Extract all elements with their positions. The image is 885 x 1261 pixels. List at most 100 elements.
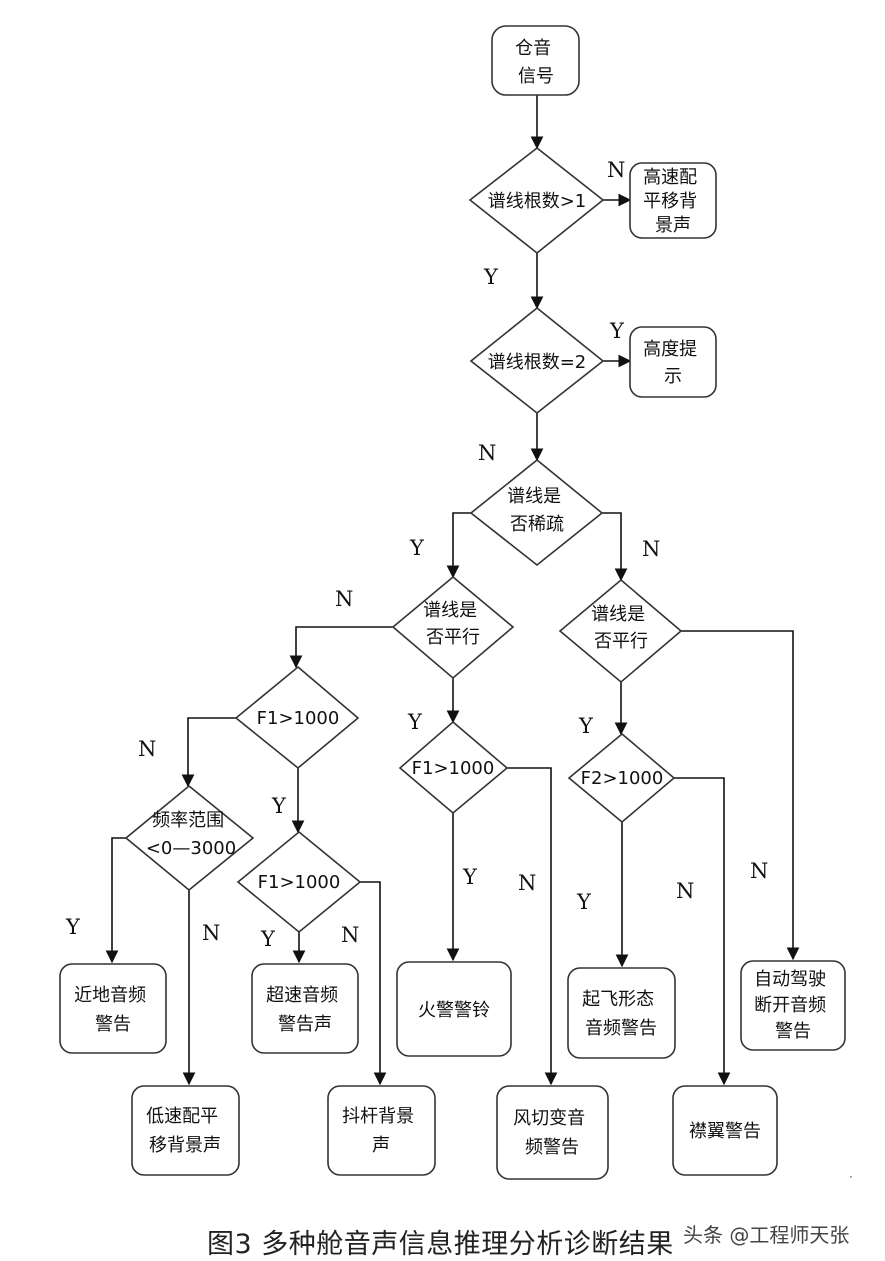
result-takeoff-config-line-2: 音频警告 [585, 1018, 657, 1039]
svg-text:超速音频 警告声: 超速音频 警告声 [266, 985, 344, 1035]
label-freq-no: N [202, 921, 220, 945]
svg-text:高度提 示: 高度提 示 [643, 339, 703, 387]
edge-parallel-right-no [681, 630, 800, 961]
label-f1-left-yes: Y [271, 794, 287, 818]
result-overspeed: 超速音频 警告声 [251, 963, 359, 1054]
decision-sparse-line-1: 谱线是 [507, 486, 561, 507]
svg-text:频率范围 <0—3000: 频率范围 <0—3000 [146, 810, 236, 859]
edge-f1-mid-no [360, 881, 387, 1086]
result-windshear-line-2: 频警告 [525, 1137, 579, 1158]
svg-text:风切变音 频警告: 风切变音 频警告 [513, 1108, 591, 1158]
edge-f1-left-no [181, 717, 236, 788]
result-altitude: 高度提 示 [629, 326, 717, 398]
result-fire-bell-text: 火警警铃 [418, 1000, 490, 1021]
svg-text:谱线是 否平行: 谱线是 否平行 [423, 600, 483, 648]
decision-f1-center-text: F1>1000 [412, 758, 495, 779]
label-f2-yes: Y [576, 890, 592, 914]
decision-f1-mid: F1>1000 [236, 830, 362, 934]
decision-f1-left-text: F1>1000 [257, 708, 340, 729]
result-stick-shaker-line-2: 声 [372, 1135, 390, 1156]
decision-parallel-right-line-2: 否平行 [594, 631, 648, 652]
result-high-speed-bg-line-2: 平移背 [643, 191, 697, 212]
svg-text:起飞形态 音频警告: 起飞形态 音频警告 [582, 989, 660, 1039]
result-takeoff-config-line-1: 起飞形态 [582, 989, 654, 1010]
result-windshear: 风切变音 频警告 [496, 1085, 609, 1180]
label-parallel-right-no: N [750, 859, 768, 883]
result-stick-shaker-line-1: 抖杆背景 [342, 1106, 414, 1127]
label-parallel-left-yes: Y [407, 710, 423, 734]
result-low-speed-bg-line-1: 低速配平 [146, 1106, 218, 1127]
stray-dot: · [849, 1170, 853, 1184]
edge-f2-no [674, 777, 731, 1086]
edge-sparse-no [602, 512, 628, 582]
node-start-line-2: 信号 [518, 66, 554, 87]
decision-f1-left: F1>1000 [234, 665, 360, 770]
result-autopilot-line-1: 自动驾驶 [754, 969, 826, 990]
result-high-speed-bg-line-1: 高速配 [643, 167, 697, 188]
label-f2-no: N [676, 879, 694, 903]
node-start-line-1: 仓音 [515, 38, 551, 59]
decision-parallel-left: 谱线是 否平行 [391, 575, 515, 680]
svg-text:低速配平 移背景声: 低速配平 移背景声 [146, 1106, 224, 1156]
svg-text:高速配 平移背 景声: 高速配 平移背 景声 [643, 167, 703, 236]
result-altitude-line-1: 高度提 [643, 339, 697, 360]
svg-text:自动驾驶 断开音频 警告: 自动驾驶 断开音频 警告 [754, 969, 832, 1042]
decision-f2-text: F2>1000 [581, 768, 664, 789]
result-ground-proximity: 近地音频 警告 [59, 963, 167, 1054]
decision-parallel-left-line-1: 谱线是 [423, 600, 477, 621]
result-flap: 襟翼警告 [672, 1085, 778, 1176]
label-lines-gt1-yes: Y [483, 265, 499, 289]
result-ground-proximity-line-2: 警告 [95, 1014, 131, 1035]
result-autopilot-line-2: 断开音频 [754, 995, 826, 1016]
decision-parallel-left-line-2: 否平行 [426, 627, 480, 648]
edge-labels: N Y Y N Y N N Y Y N N Y Y N Y N Y N Y N [65, 158, 768, 951]
decision-lines-eq2-text: 谱线根数=2 [488, 352, 587, 373]
figure-caption: 图3 多种舱音声信息推理分析诊断结果 [207, 1229, 674, 1260]
decision-lines-eq2: 谱线根数=2 [469, 306, 605, 415]
edge-sparse-yes [446, 512, 471, 579]
decision-parallel-right: 谱线是 否平行 [558, 578, 683, 684]
watermark: 头条 @工程师天张 [683, 1223, 850, 1247]
label-parallel-left-no: N [335, 587, 353, 611]
svg-text:仓音 信号: 仓音 信号 [515, 38, 557, 87]
label-f1-mid-no: N [341, 923, 359, 947]
label-f1-left-no: N [138, 737, 156, 761]
result-takeoff-config: 起飞形态 音频警告 [567, 967, 676, 1059]
label-sparse-no: N [642, 537, 660, 561]
decision-lines-gt1-text: 谱线根数>1 [488, 191, 587, 212]
result-overspeed-line-2: 警告声 [278, 1014, 332, 1035]
svg-text:抖杆背景 声: 抖杆背景 声 [342, 1106, 420, 1156]
decision-freq-range-line-1: 频率范围 [152, 810, 224, 831]
decision-sparse-line-2: 否稀疏 [510, 514, 564, 535]
result-autopilot: 自动驾驶 断开音频 警告 [740, 960, 846, 1051]
edges [105, 95, 800, 1086]
result-high-speed-bg: 高速配 平移背 景声 [629, 162, 717, 239]
label-lines-gt1-no: N [607, 158, 625, 182]
label-parallel-right-yes: Y [578, 714, 594, 738]
decision-freq-range-line-2: <0—3000 [146, 838, 236, 859]
node-start: 仓音 信号 [491, 25, 580, 96]
label-freq-yes: Y [65, 915, 81, 939]
result-altitude-line-2: 示 [664, 366, 682, 387]
label-f1-center-yes: Y [462, 865, 478, 889]
result-fire-bell: 火警警铃 [396, 961, 512, 1057]
result-flap-text: 襟翼警告 [689, 1121, 761, 1142]
edge-freq-yes [105, 837, 126, 964]
label-f1-center-no: N [518, 871, 536, 895]
decision-freq-range: 频率范围 <0—3000 [124, 784, 255, 892]
decision-lines-gt1: 谱线根数>1 [468, 146, 605, 255]
nodes: 仓音 信号 谱线根数>1 高速配 平移背 景声 谱线根数=2 [59, 25, 853, 1184]
decision-sparse: 谱线是 否稀疏 [469, 458, 604, 567]
result-low-speed-bg-line-2: 移背景声 [149, 1135, 221, 1156]
decision-f1-center: F1>1000 [398, 720, 509, 815]
result-windshear-line-1: 风切变音 [513, 1108, 585, 1129]
svg-text:谱线是 否稀疏: 谱线是 否稀疏 [507, 486, 567, 535]
label-lines-eq2-yes: Y [609, 319, 625, 343]
edge-f1-center-no [507, 767, 558, 1086]
decision-f1-mid-text: F1>1000 [258, 872, 341, 893]
svg-text:近地音频 警告: 近地音频 警告 [74, 985, 152, 1035]
result-overspeed-line-1: 超速音频 [266, 985, 338, 1006]
decision-f2: F2>1000 [567, 732, 676, 824]
result-low-speed-bg: 低速配平 移背景声 [131, 1085, 240, 1176]
